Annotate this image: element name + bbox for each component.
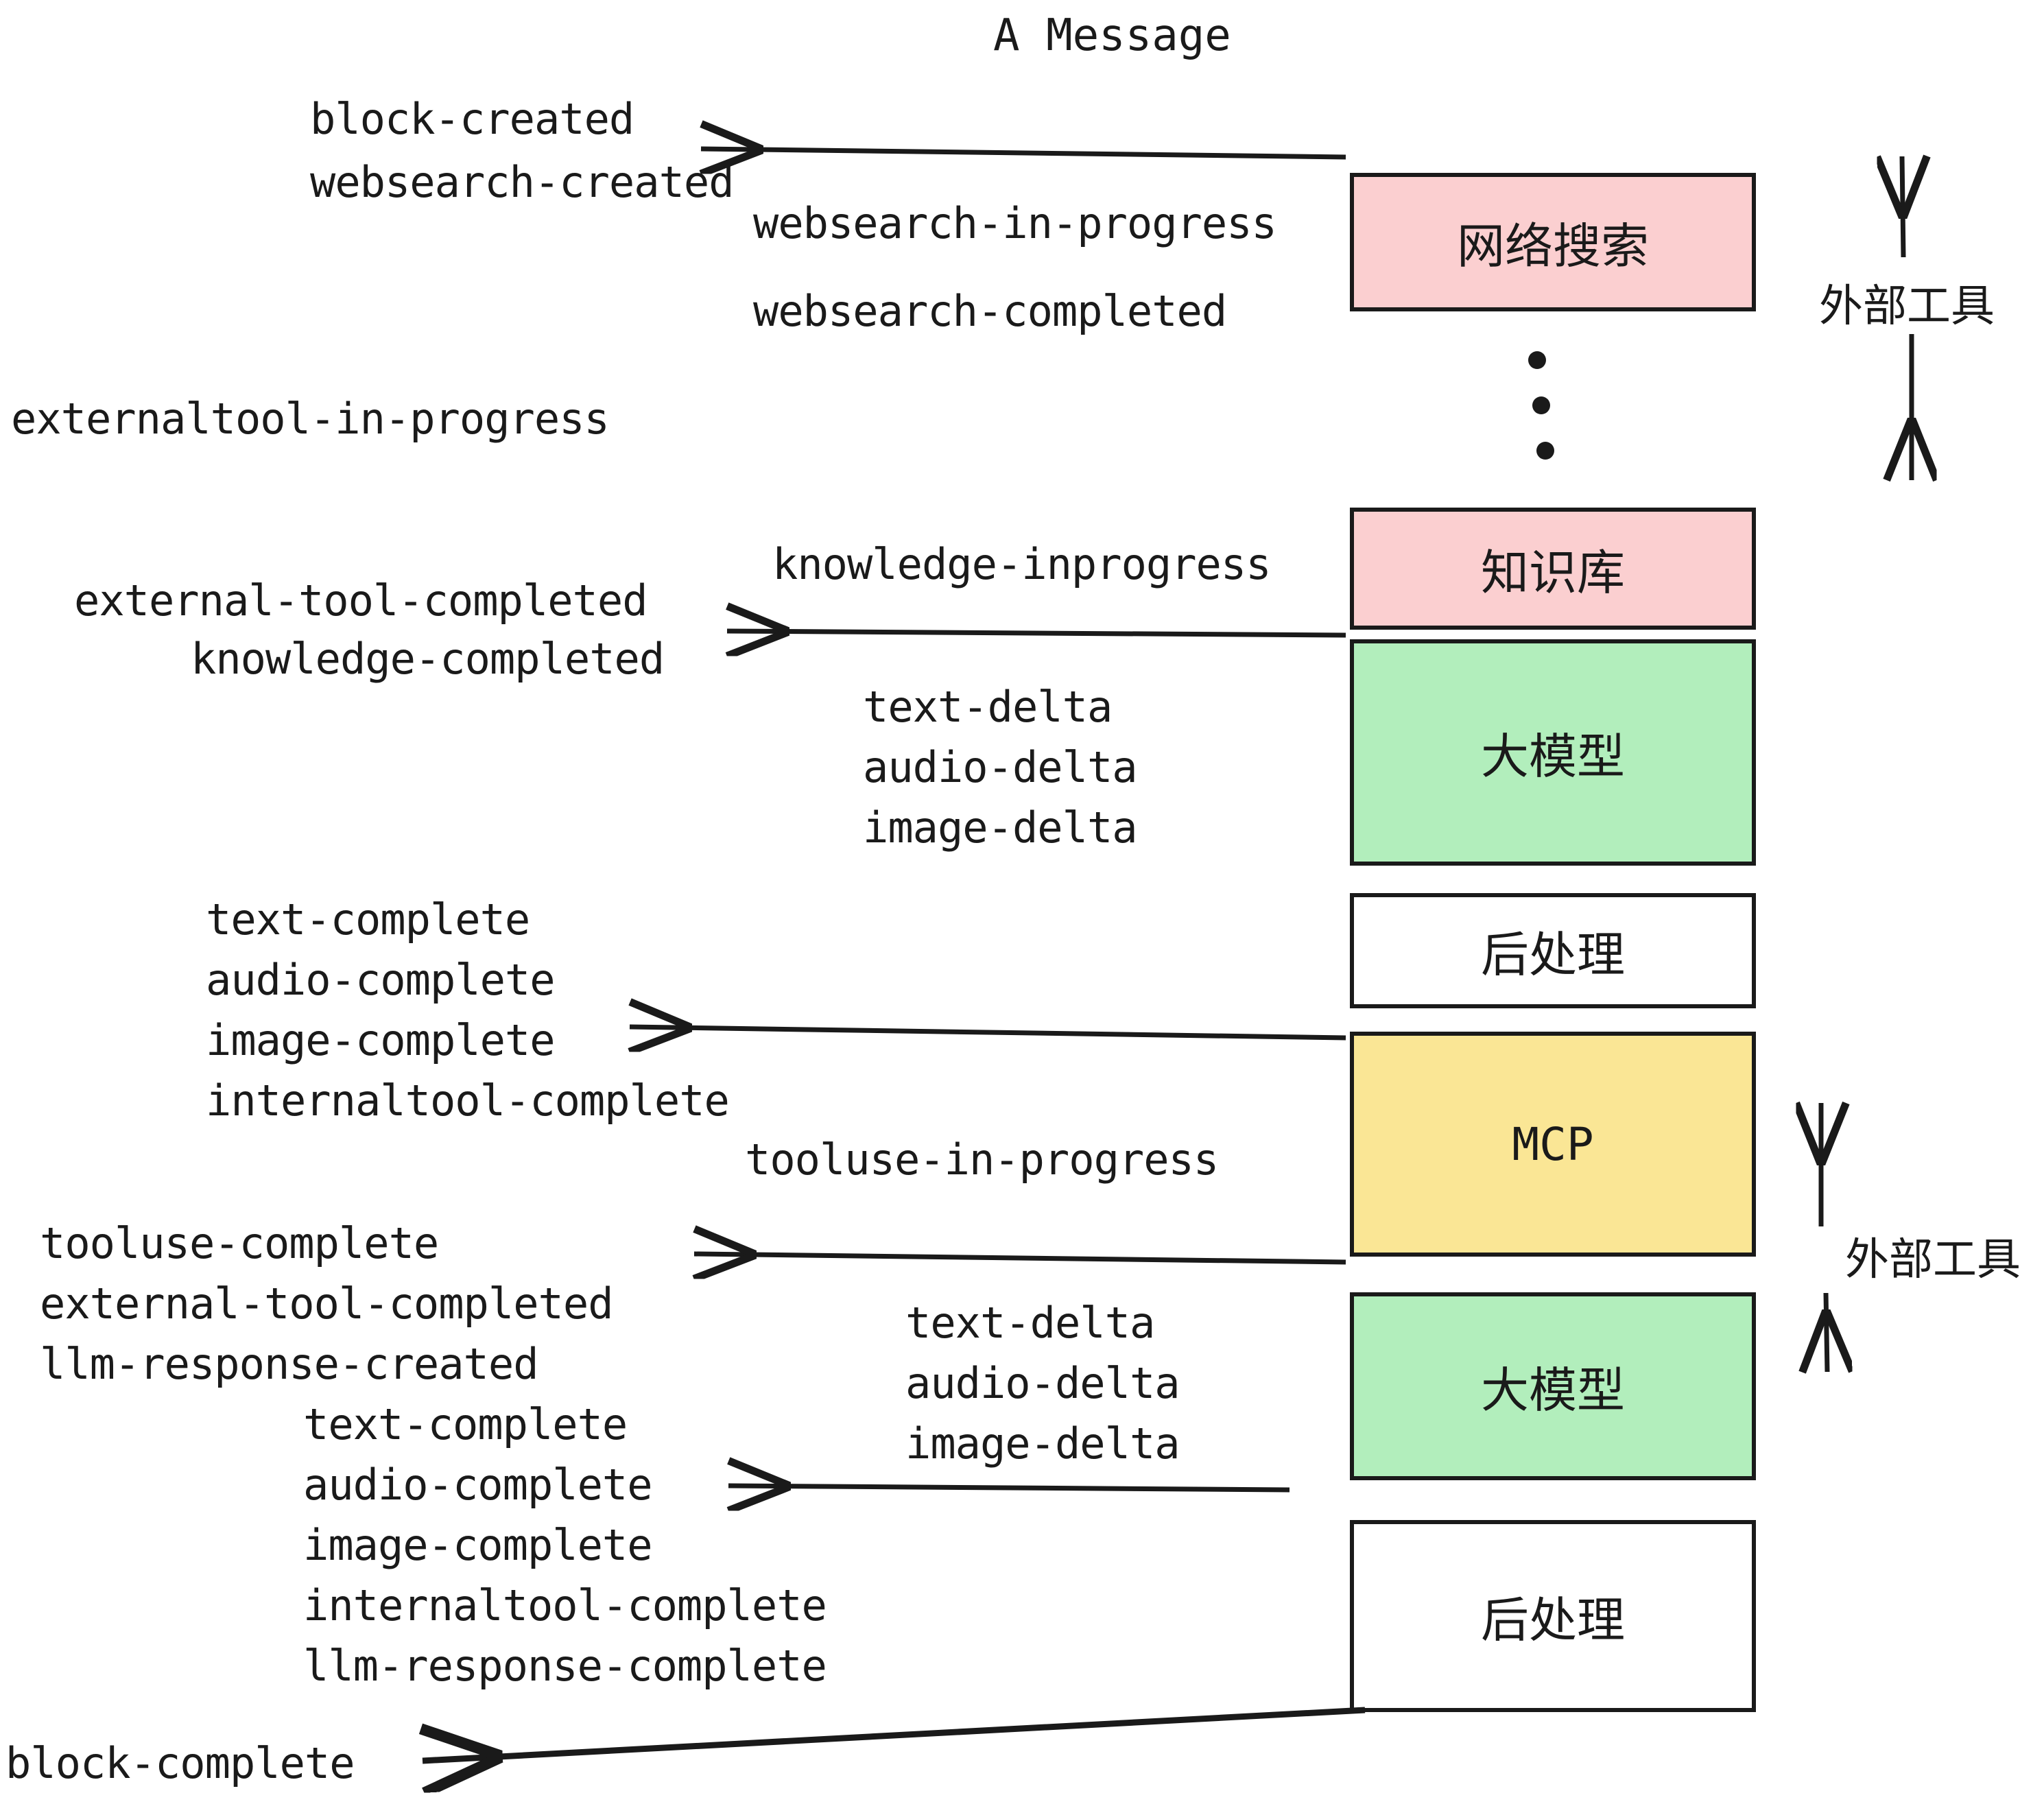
event-label-audio-delta-2: audio-delta xyxy=(905,1358,1180,1408)
side-label-external-tools-bottom: 外部工具 xyxy=(1845,1235,2021,1285)
event-label-block-complete: block-complete xyxy=(5,1738,355,1788)
event-label-block-created: block-created xyxy=(310,94,634,144)
diagram-title: A Message xyxy=(993,10,1231,61)
box-llm-2-label: 大模型 xyxy=(1481,1362,1625,1419)
event-label-websearch-completed: websearch-completed xyxy=(753,286,1227,336)
event-label-externaltool-in-progress: externaltool-in-progress xyxy=(11,394,610,444)
box-llm-1[interactable]: 大模型 xyxy=(1350,639,1756,866)
event-label-knowledge-completed: knowledge-completed xyxy=(191,634,665,684)
event-label-audio-complete-1: audio-complete xyxy=(206,955,556,1005)
side-label-external-tools-top: 外部工具 xyxy=(1819,281,1995,332)
box-mcp-label: MCP xyxy=(1512,1117,1594,1171)
arrow-external-tools-bottom-down xyxy=(1826,1292,1827,1372)
box-mcp[interactable]: MCP xyxy=(1350,1032,1756,1257)
event-label-external-tool-completed-2: external-tool-completed xyxy=(40,1279,614,1329)
event-label-text-delta-1: text-delta xyxy=(863,682,1113,732)
event-label-internaltool-complete-1: internaltool-complete xyxy=(206,1076,730,1126)
arrow-postprocess1-to-image-complete xyxy=(630,1027,1346,1038)
event-label-tooluse-complete: tooluse-complete xyxy=(40,1218,439,1268)
arrow-websearch-to-created xyxy=(701,149,1346,157)
event-label-llm-response-complete: llm-response-complete xyxy=(303,1641,827,1691)
box-postprocess-2-label: 后处理 xyxy=(1481,1591,1625,1648)
event-label-tooluse-in-progress: tooluse-in-progress xyxy=(745,1135,1219,1185)
box-websearch-label: 网络搜索 xyxy=(1457,217,1649,274)
event-label-knowledge-inprogress: knowledge-inprogress xyxy=(772,539,1272,589)
event-label-image-delta-1: image-delta xyxy=(863,803,1138,853)
event-label-image-complete-1: image-complete xyxy=(206,1015,556,1065)
event-label-text-complete-2: text-complete xyxy=(303,1399,628,1449)
box-knowledge[interactable]: 知识库 xyxy=(1350,508,1756,630)
event-label-text-complete-1: text-complete xyxy=(206,894,530,945)
box-postprocess-1-label: 后处理 xyxy=(1481,926,1625,983)
ellipsis-dot xyxy=(1536,442,1554,460)
box-postprocess-1[interactable]: 后处理 xyxy=(1350,893,1756,1008)
event-label-text-delta-2: text-delta xyxy=(905,1298,1155,1348)
arrow-llm2-to-audio-complete xyxy=(728,1486,1290,1490)
event-label-external-tool-completed-1: external-tool-completed xyxy=(74,575,648,626)
arrow-postprocess2-to-block-complete xyxy=(423,1707,1366,1761)
box-websearch[interactable]: 网络搜索 xyxy=(1350,173,1756,311)
event-label-websearch-in-progress: websearch-in-progress xyxy=(753,198,1277,248)
box-llm-1-label: 大模型 xyxy=(1481,728,1625,785)
event-label-image-delta-2: image-delta xyxy=(905,1419,1180,1469)
event-label-image-complete-2: image-complete xyxy=(303,1520,653,1570)
box-knowledge-label: 知识库 xyxy=(1481,544,1625,601)
ellipsis-dot xyxy=(1532,396,1550,414)
arrow-knowledge-to-completed xyxy=(727,631,1346,635)
arrow-mcp-to-tooluse-complete xyxy=(694,1254,1346,1262)
box-llm-2[interactable]: 大模型 xyxy=(1350,1292,1756,1480)
box-postprocess-2[interactable]: 后处理 xyxy=(1350,1520,1756,1712)
event-label-llm-response-created: llm-response-created xyxy=(40,1339,539,1389)
ellipsis-dot xyxy=(1528,351,1546,369)
event-label-websearch-created: websearch-created xyxy=(310,157,735,207)
event-label-internaltool-complete-2: internaltool-complete xyxy=(303,1580,827,1630)
event-label-audio-delta-1: audio-delta xyxy=(863,742,1138,792)
arrow-external-tools-top-up xyxy=(1902,156,1903,258)
event-label-audio-complete-2: audio-complete xyxy=(303,1460,653,1510)
